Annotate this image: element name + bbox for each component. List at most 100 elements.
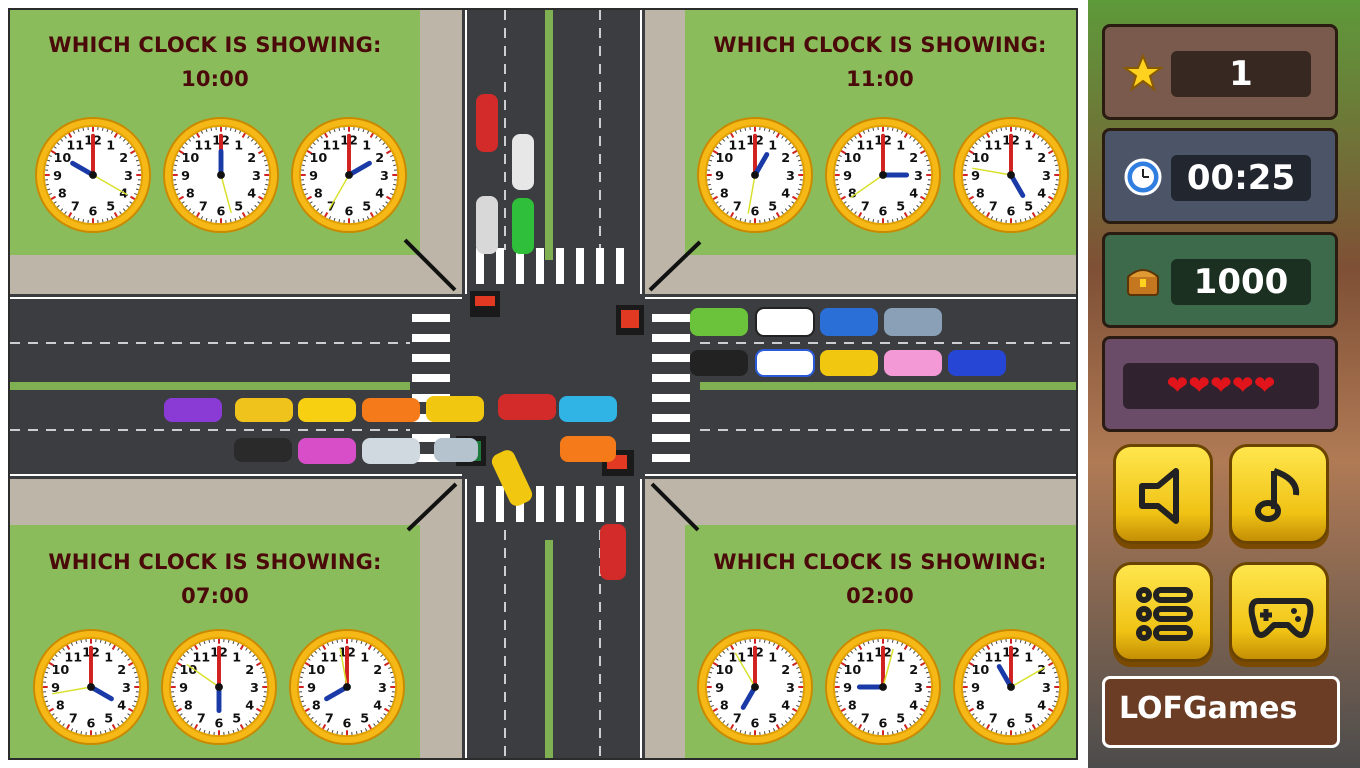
clock-option[interactable]: 121234567891011 — [696, 116, 814, 234]
svg-text:9: 9 — [971, 681, 980, 696]
svg-text:4: 4 — [375, 187, 384, 202]
svg-text:6: 6 — [751, 204, 760, 219]
clock-option[interactable]: 121234567891011 — [162, 116, 280, 234]
svg-text:6: 6 — [1007, 716, 1016, 731]
timer-panel: 00:25 — [1102, 128, 1338, 224]
svg-text:9: 9 — [715, 681, 724, 696]
heart-icon: ❤ — [1253, 371, 1276, 401]
question-text: WHICH CLOCK IS SHOWING: 11:00 — [680, 28, 1076, 96]
svg-text:10: 10 — [715, 663, 733, 678]
svg-text:9: 9 — [179, 681, 188, 696]
svg-text:4: 4 — [1037, 699, 1046, 714]
lofgames-logo[interactable]: LOFGames — [1102, 676, 1340, 748]
svg-text:5: 5 — [106, 200, 115, 215]
clock-option[interactable]: 121234567891011 — [288, 628, 406, 746]
music-note-icon — [1255, 468, 1300, 522]
coins-value: 1000 — [1171, 259, 1311, 305]
sound-button[interactable] — [1113, 444, 1213, 544]
svg-text:8: 8 — [848, 187, 857, 202]
svg-text:9: 9 — [715, 169, 724, 184]
svg-text:11: 11 — [64, 650, 82, 665]
svg-text:1: 1 — [768, 138, 777, 153]
intersection — [10, 10, 1076, 758]
svg-text:5: 5 — [896, 200, 905, 215]
svg-text:5: 5 — [232, 712, 241, 727]
svg-text:7: 7 — [71, 200, 80, 215]
svg-text:8: 8 — [720, 699, 729, 714]
svg-text:8: 8 — [312, 699, 321, 714]
heart-icon: ❤ — [1231, 371, 1254, 401]
svg-text:2: 2 — [909, 663, 918, 678]
svg-text:9: 9 — [309, 169, 318, 184]
svg-text:11: 11 — [728, 138, 746, 153]
svg-text:2: 2 — [373, 663, 382, 678]
svg-text:6: 6 — [217, 204, 226, 219]
lives-hearts: ❤❤❤❤❤ — [1123, 363, 1319, 409]
svg-text:10: 10 — [309, 151, 327, 166]
svg-text:2: 2 — [781, 663, 790, 678]
clock-option[interactable]: 121234567891011 — [824, 628, 942, 746]
svg-text:7: 7 — [989, 200, 998, 215]
clock-option[interactable]: 121234567891011 — [32, 628, 150, 746]
svg-text:5: 5 — [234, 200, 243, 215]
svg-text:4: 4 — [247, 187, 256, 202]
svg-text:11: 11 — [320, 650, 338, 665]
svg-text:2: 2 — [375, 151, 384, 166]
svg-text:6: 6 — [1007, 204, 1016, 219]
svg-text:3: 3 — [378, 681, 387, 696]
question-panel-top-right: WHICH CLOCK IS SHOWING: 11:00 — [680, 10, 1076, 255]
question-label: WHICH CLOCK IS SHOWING: — [48, 33, 382, 57]
clock-option[interactable]: 121234567891011 — [160, 628, 278, 746]
clock-option[interactable]: 121234567891011 — [290, 116, 408, 234]
heart-icon: ❤ — [1166, 371, 1189, 401]
svg-text:3: 3 — [786, 169, 795, 184]
clock-option[interactable]: 121234567891011 — [824, 116, 942, 234]
svg-text:5: 5 — [1024, 712, 1033, 727]
game-board: WHICH CLOCK IS SHOWING: 10:00 WHICH CLOC… — [8, 8, 1078, 760]
svg-text:1: 1 — [768, 650, 777, 665]
svg-text:4: 4 — [781, 187, 790, 202]
svg-text:6: 6 — [879, 204, 888, 219]
svg-text:7: 7 — [733, 200, 742, 215]
svg-text:10: 10 — [181, 151, 199, 166]
svg-text:7: 7 — [199, 200, 208, 215]
question-text: WHICH CLOCK IS SHOWING: 10:00 — [10, 28, 420, 96]
star-icon — [1121, 53, 1165, 93]
svg-text:11: 11 — [984, 650, 1002, 665]
cars — [164, 94, 1006, 580]
svg-text:5: 5 — [768, 200, 777, 215]
svg-text:2: 2 — [117, 663, 126, 678]
svg-text:2: 2 — [247, 151, 256, 166]
stars-count: 1 — [1171, 51, 1311, 97]
menu-button[interactable] — [1113, 562, 1213, 662]
treasure-chest-icon — [1123, 261, 1163, 301]
svg-text:10: 10 — [843, 151, 861, 166]
coins-panel: 1000 — [1102, 232, 1338, 328]
question-panel-top-left: WHICH CLOCK IS SHOWING: 10:00 — [10, 10, 420, 255]
question-label: WHICH CLOCK IS SHOWING: — [48, 550, 382, 574]
clock-option[interactable]: 121234567891011 — [952, 116, 1070, 234]
logo-text: LOFGames — [1119, 691, 1298, 726]
clock-option[interactable]: 121234567891011 — [696, 628, 814, 746]
svg-text:8: 8 — [186, 187, 195, 202]
svg-text:11: 11 — [66, 138, 84, 153]
clock-option[interactable]: 121234567891011 — [952, 628, 1070, 746]
svg-text:10: 10 — [971, 151, 989, 166]
svg-text:6: 6 — [751, 716, 760, 731]
svg-text:1: 1 — [232, 650, 241, 665]
target-time: 02:00 — [846, 584, 914, 608]
clock-option[interactable]: 121234567891011 — [34, 116, 152, 234]
svg-text:3: 3 — [1042, 169, 1051, 184]
svg-text:4: 4 — [373, 699, 382, 714]
music-button[interactable] — [1229, 444, 1329, 544]
more-games-button[interactable] — [1229, 562, 1329, 662]
svg-text:1: 1 — [1024, 138, 1033, 153]
svg-text:9: 9 — [843, 169, 852, 184]
svg-text:4: 4 — [117, 699, 126, 714]
svg-text:9: 9 — [51, 681, 60, 696]
svg-text:11: 11 — [984, 138, 1002, 153]
list-icon — [1136, 587, 1193, 641]
svg-text:3: 3 — [914, 169, 923, 184]
svg-text:4: 4 — [909, 699, 918, 714]
svg-text:2: 2 — [245, 663, 254, 678]
